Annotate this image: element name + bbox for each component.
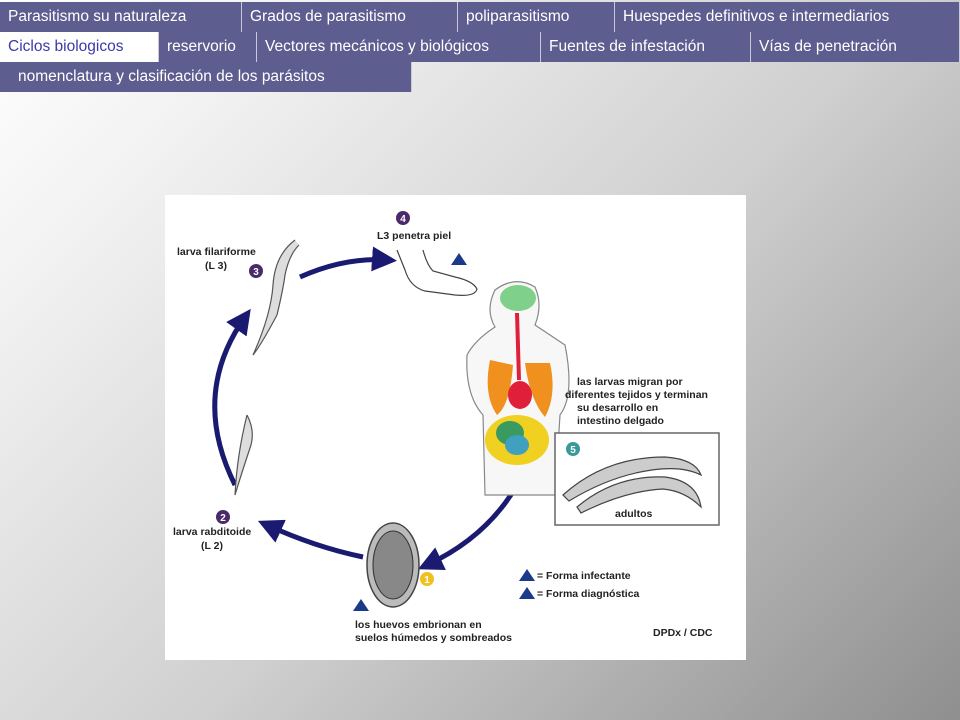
heart <box>508 381 532 409</box>
arrow-3-to-4 <box>298 246 397 280</box>
diagnostic-marker-egg <box>353 599 369 611</box>
adult-worm-2 <box>576 476 702 514</box>
arrow-2-to-3 <box>212 308 251 487</box>
infective-marker-foot <box>451 253 467 265</box>
trachea <box>515 312 521 381</box>
eggs-label-1: los huevos embrionan en <box>355 619 482 631</box>
migration-label-1: las larvas migran por <box>577 376 683 388</box>
stage-4-badge <box>396 211 410 225</box>
tab-ciclos-biologicos[interactable]: Ciclos biologicos <box>0 32 159 62</box>
adult-worm-1 <box>562 456 703 502</box>
tab-grados-parasitismo[interactable]: Grados de parasitismo <box>242 2 458 32</box>
migration-label-4: intestino delgado <box>577 415 664 427</box>
legend-infective-marker <box>519 569 535 581</box>
eggs-label-2: suelos húmedos y sombreados <box>355 632 512 644</box>
migration-label-3: su desarrollo en <box>577 402 658 414</box>
credit-text: DPDx / CDC <box>653 627 713 639</box>
stage-4-label: L3 penetra piel <box>377 230 451 242</box>
egg-embryo <box>372 530 414 600</box>
tab-parasitismo-naturaleza[interactable]: Parasitismo su naturaleza <box>0 2 242 32</box>
tab-nomenclatura[interactable]: nomenclatura y clasificación de los pará… <box>0 62 412 92</box>
tab-vectores[interactable]: Vectores mecánicos y biológicos <box>257 32 541 62</box>
rhabditiform-larva <box>234 414 253 496</box>
stage-4-number: 4 <box>400 214 406 225</box>
tab-huespedes[interactable]: Huespedes definitivos e intermediarios <box>615 2 960 32</box>
tab-fuentes-infestacion[interactable]: Fuentes de infestación <box>541 32 751 62</box>
stage-5-badge <box>566 442 580 456</box>
stage-2-label-2: (L 2) <box>201 540 223 552</box>
life-cycle-svg: 4 L3 penetra piel larva filariforme (L 3… <box>173 211 720 644</box>
intestine-blue <box>505 435 529 455</box>
tab-reservorio[interactable]: reservorio <box>159 32 257 62</box>
stage-1-number: 1 <box>424 575 430 586</box>
stage-5-number: 5 <box>570 445 576 456</box>
stage-2-label-1: larva rabditoide <box>173 526 251 538</box>
foot-illustration <box>396 249 478 296</box>
life-cycle-diagram: 4 L3 penetra piel larva filariforme (L 3… <box>165 195 746 660</box>
legend-infective-text: = Forma infectante <box>537 570 631 582</box>
filariform-larva <box>252 239 300 356</box>
stage-2-number: 2 <box>220 513 226 524</box>
stage-3-number: 3 <box>253 267 259 278</box>
nav-row-2: Ciclos biologicos reservorio Vectores me… <box>0 32 960 62</box>
stage-1-badge <box>420 572 434 586</box>
nav-row-3: nomenclatura y clasificación de los pará… <box>0 62 412 92</box>
arrow-body-to-1 <box>417 483 520 570</box>
lungs <box>487 360 553 417</box>
nav-row-1: Parasitismo su naturaleza Grados de para… <box>0 2 960 32</box>
legend-diagnostic-marker <box>519 587 535 599</box>
legend-diagnostic-text: = Forma diagnóstica <box>537 588 640 600</box>
stage-3-label-1: larva filariforme <box>177 246 256 258</box>
adults-label: adultos <box>615 508 652 520</box>
stage-3-label-2: (L 3) <box>205 260 227 272</box>
stage-3-badge <box>249 264 263 278</box>
tab-vias-penetracion[interactable]: Vías de penetración <box>751 32 960 62</box>
migration-label-2: diferentes tejidos y terminan <box>565 389 708 401</box>
brain <box>500 285 536 311</box>
stage-2-badge <box>216 510 230 524</box>
tab-poliparasitismo[interactable]: poliparasitismo <box>458 2 615 32</box>
arrow-1-to-2 <box>257 519 364 560</box>
